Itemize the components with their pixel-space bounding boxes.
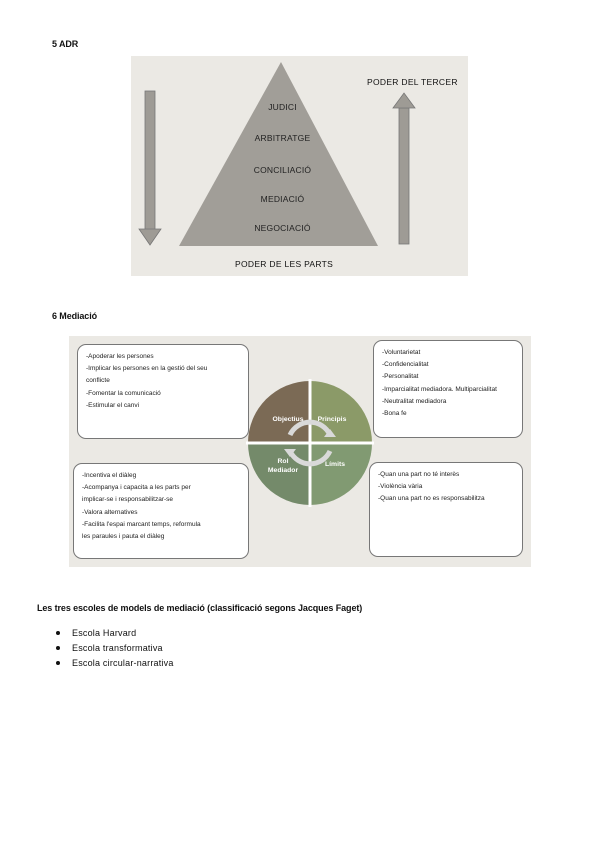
wheel-quadrant-principis: [310, 381, 372, 443]
list-item-label: Escola circular-narrativa: [72, 658, 174, 668]
box-line: -Facilita l'espai marcant temps, reformu…: [82, 520, 201, 528]
box-limits: -Quan una part no té interès -Violència …: [369, 462, 523, 557]
pyramid-level-negociacio: NEGOCIACIÓ: [254, 223, 311, 233]
box-line: -Acompanya i capacita a les parts per: [82, 484, 191, 492]
label-poder-parts: PODER DE LES PARTS: [235, 259, 334, 269]
bullet-icon: [56, 631, 60, 635]
wheel-label-rol-mediador: Rol Mediador: [267, 458, 299, 474]
box-line: -Implicar les persones en la gestió del …: [86, 365, 208, 373]
escoles-list: Escola Harvard Escola transformativa Esc…: [52, 626, 174, 671]
mediation-wheel: [246, 379, 374, 507]
list-item: Escola Harvard: [52, 626, 174, 641]
mediation-diagram: -Apoderar les persones -Implicar les per…: [69, 336, 531, 567]
box-line: -Estimular el canvi: [86, 401, 140, 409]
box-rol-mediador: -Incentiva el diàleg -Acompanya i capaci…: [73, 463, 249, 559]
box-line: les paraules i pauta el diàleg: [82, 533, 165, 541]
box-line: -Violència vària: [378, 483, 423, 491]
box-principis: -Voluntarietat -Confidencialitat -Person…: [373, 340, 523, 438]
wheel-label-limits: Límits: [324, 461, 346, 468]
wheel-quadrant-objectius: [248, 381, 310, 443]
list-item: Escola transformativa: [52, 641, 174, 656]
section-mediacio-heading: 6 Mediació: [52, 311, 98, 321]
box-line: -Valora alternatives: [82, 508, 138, 516]
box-line: implicar-se i responsabilitzar-se: [82, 496, 174, 504]
section-escoles-heading: Les tres escoles de models de mediació (…: [37, 603, 363, 613]
box-line: -Confidencialitat: [382, 361, 429, 369]
pyramid-level-conciliacio: CONCILIACIÓ: [253, 165, 312, 175]
box-line: -Fomentar la comunicació: [86, 389, 161, 397]
box-line: -Quan una part no es responsabilitza: [378, 495, 485, 503]
box-line: -Imparcialitat mediadora. Multiparcialit…: [382, 385, 497, 393]
list-item: Escola circular-narrativa: [52, 656, 174, 671]
up-arrow-icon: [392, 92, 416, 245]
box-line: -Quan una part no té interès: [378, 471, 460, 478]
box-line: conflicte: [86, 377, 110, 385]
pyramid-level-judici: JUDICI: [268, 102, 297, 112]
bullet-icon: [56, 661, 60, 665]
down-arrow-icon: [138, 90, 162, 246]
box-line: -Bona fe: [382, 410, 407, 418]
box-objectius: -Apoderar les persones -Implicar les per…: [77, 344, 249, 439]
box-line: -Apoderar les persones: [86, 353, 154, 360]
wheel-label-principis: Principis: [317, 416, 347, 423]
list-item-label: Escola Harvard: [72, 628, 137, 638]
wheel-quadrant-limits: [310, 443, 372, 505]
box-line: -Voluntarietat: [382, 349, 421, 356]
list-item-label: Escola transformativa: [72, 643, 163, 653]
cycle-arrows-icon: [287, 419, 333, 467]
pyramid-level-mediacio: MEDIACIÓ: [260, 194, 305, 204]
pyramid-triangle: [179, 62, 378, 246]
box-line: -Incentiva el diàleg: [82, 472, 137, 479]
adr-pyramid-graphic: [138, 62, 416, 246]
pyramid-level-arbitratge: ARBITRATGE: [254, 133, 311, 143]
adr-pyramid-figure: JUDICI ARBITRATGE CONCILIACIÓ MEDIACIÓ N…: [131, 56, 468, 276]
label-poder-tercer: PODER DEL TERCER: [367, 77, 458, 87]
box-line: -Personalitat: [382, 373, 419, 381]
bullet-icon: [56, 646, 60, 650]
box-line: -Neutralitat mediadora: [382, 397, 447, 405]
wheel-label-objectius: Objectius: [272, 416, 304, 423]
section-adr-heading: 5 ADR: [52, 39, 79, 49]
